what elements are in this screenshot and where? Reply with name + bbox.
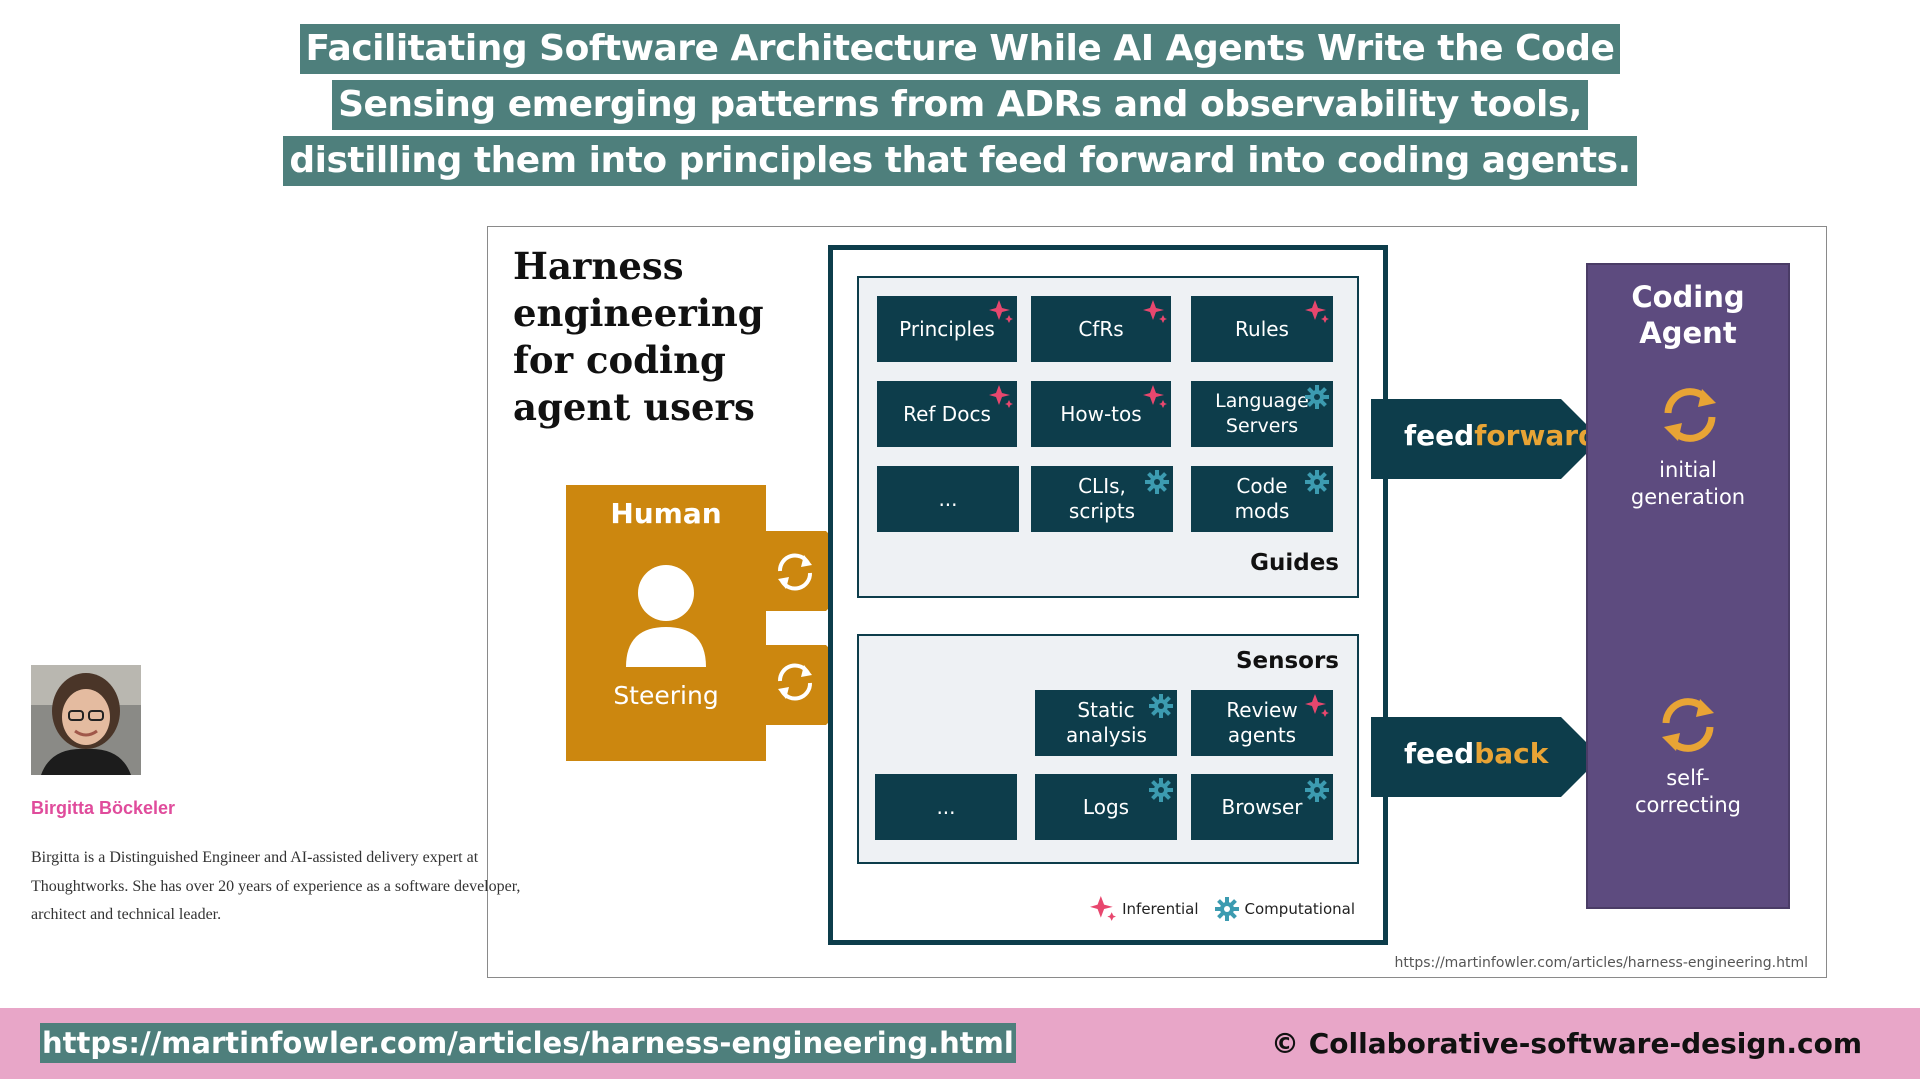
legend-inferential: Inferential [1122, 900, 1199, 918]
tile-principles: Principles [877, 296, 1017, 362]
tile-label: Language Servers [1215, 390, 1309, 437]
gear-icon [1149, 694, 1173, 718]
agent-caption-initial-text: initial generation [1630, 458, 1746, 509]
gear-icon [1149, 778, 1173, 802]
feedback-part2: back [1474, 737, 1549, 770]
human-block: Human Steering [566, 485, 766, 761]
feedforward-part2: forward [1474, 419, 1599, 452]
avatar [31, 665, 141, 775]
tile-label: Code mods [1234, 474, 1290, 523]
sparkle-icon [1143, 385, 1167, 408]
sync-icon [777, 663, 813, 701]
tile-more-sensors: ... [875, 774, 1017, 840]
tile-cfrs: CfRs [1031, 296, 1171, 362]
tile-label: CLIs, scripts [1068, 474, 1136, 523]
gear-icon [1305, 385, 1329, 409]
tile-static-analysis: Static analysis [1035, 690, 1177, 756]
feedforward-arrow: feedforward [1371, 399, 1603, 483]
refresh-icon [1664, 388, 1716, 442]
tile-label: Logs [1082, 794, 1130, 819]
coding-agent-panel: Coding Agent initial generation self-cor… [1586, 263, 1790, 909]
sparkle-icon [989, 385, 1013, 408]
agent-title-text: Coding Agent [1631, 280, 1745, 350]
title-line-1: Facilitating Software Architecture While… [299, 24, 1621, 74]
agent-caption-initial: initial generation [1588, 457, 1788, 511]
agent-caption-self: self-correcting [1588, 765, 1788, 819]
harness-diagram: Harness engineering for coding agent use… [487, 226, 1827, 978]
author-bio: Birgitta is a Distinguished Engineer and… [31, 849, 521, 923]
agent-title: Coding Agent [1588, 279, 1788, 351]
tile-label: Browser [1221, 794, 1303, 819]
legend: Inferential Computational [1090, 896, 1365, 922]
tile-label: Static analysis [1066, 698, 1147, 747]
guides-label: Guides [1250, 550, 1339, 576]
feedforward-part1: feed [1404, 419, 1475, 452]
sensors-panel: Sensors Static analysis Review agents ..… [857, 634, 1359, 864]
tile-how-tos: How-tos [1031, 381, 1171, 447]
tile-browser: Browser [1191, 774, 1333, 840]
tile-review-agents: Review agents [1191, 690, 1333, 756]
gear-icon [1305, 470, 1329, 494]
sensors-label: Sensors [1235, 648, 1339, 674]
sparkle-icon [1305, 694, 1329, 717]
tile-label: How-tos [1060, 401, 1142, 426]
footer-bar: https://martinfowler.com/articles/harnes… [0, 1008, 1920, 1079]
author-name[interactable]: Birgitta Böckeler [31, 798, 176, 818]
tile-label: ... [936, 794, 956, 819]
gear-icon [1214, 897, 1239, 921]
human-title: Human [610, 497, 722, 530]
feedback-part1: feed [1404, 737, 1475, 770]
sparkle-icon [989, 300, 1013, 323]
source-url[interactable]: https://martinfowler.com/articles/harnes… [1394, 955, 1808, 971]
tile-code-mods: Code mods [1191, 466, 1333, 532]
tile-label: Review agents [1226, 698, 1298, 747]
title-line-3: distilling them into principles that fee… [283, 136, 1637, 186]
tile-label: Ref Docs [903, 401, 991, 426]
title-line-2: Sensing emerging patterns from ADRs and … [332, 80, 1588, 130]
harness-box: Principles CfRs Rules Ref Docs How-tos L… [828, 245, 1388, 945]
sparkle-icon [1305, 300, 1329, 323]
tile-label: CfRs [1078, 316, 1124, 341]
gear-icon [1305, 778, 1329, 802]
tile-clis-scripts: CLIs, scripts [1031, 466, 1173, 532]
agent-caption-self-text: self-correcting [1634, 766, 1741, 817]
diagram-heading: Harness engineering for coding agent use… [513, 244, 764, 429]
human-caption: Steering [613, 681, 719, 710]
legend-computational: Computational [1244, 900, 1355, 918]
tile-language-servers: Language Servers [1191, 381, 1333, 447]
footer-url[interactable]: https://martinfowler.com/articles/harnes… [40, 1023, 1016, 1063]
guides-panel: Principles CfRs Rules Ref Docs How-tos L… [857, 276, 1359, 598]
tile-logs: Logs [1035, 774, 1177, 840]
gear-icon [1145, 470, 1169, 494]
tile-label: ... [938, 486, 958, 511]
tile-ref-docs: Ref Docs [877, 381, 1017, 447]
tile-rules: Rules [1191, 296, 1333, 362]
tile-more-guides: ... [877, 466, 1019, 532]
refresh-icon [1662, 698, 1714, 752]
person-icon [626, 565, 706, 667]
footer-copyright: © Collaborative-software-design.com [1270, 1027, 1862, 1060]
feedback-arrow: feedback [1371, 717, 1603, 801]
title-banner: Facilitating Software Architecture While… [0, 24, 1920, 192]
sync-icon [777, 553, 813, 591]
sparkle-icon [1090, 896, 1117, 921]
sparkle-icon [1143, 300, 1167, 323]
tile-label: Rules [1235, 316, 1289, 341]
tile-label: Principles [899, 316, 995, 341]
